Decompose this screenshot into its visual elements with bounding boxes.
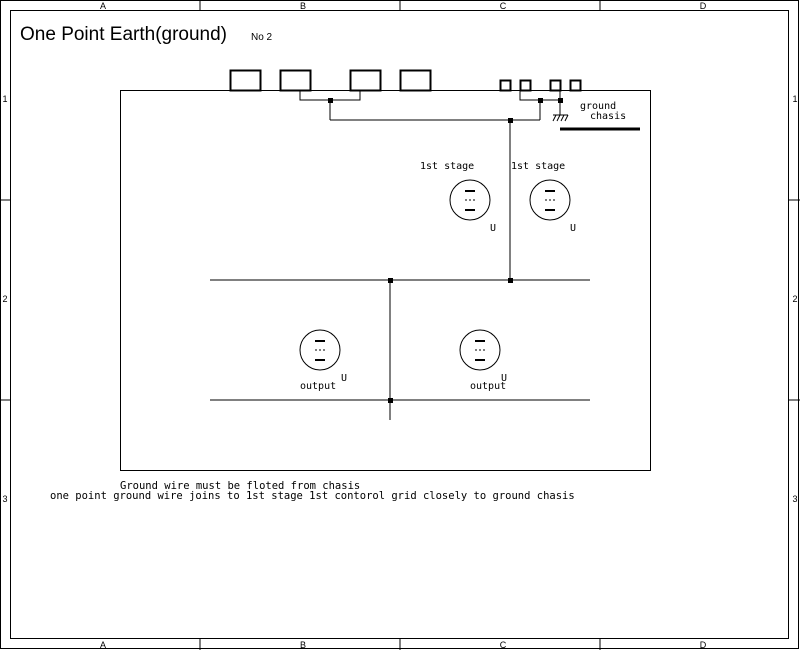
junction-dot xyxy=(538,98,543,103)
zone-label-bottom: C xyxy=(500,640,507,650)
ground-chassis-label: ground xyxy=(580,101,616,112)
tube-label: output xyxy=(470,381,506,392)
input-jack xyxy=(349,69,382,92)
junction-dot xyxy=(388,278,393,283)
zone-label-left: 1 xyxy=(2,94,7,104)
zone-label-top: C xyxy=(500,1,507,11)
zone-label-left: 2 xyxy=(2,294,7,304)
zone-label-right: 1 xyxy=(792,94,797,104)
zone-label-bottom: A xyxy=(100,640,106,650)
note-line: one point ground wire joins to 1st stage… xyxy=(50,490,575,502)
zone-label-bottom: D xyxy=(700,640,707,650)
input-jacks xyxy=(229,69,432,92)
tube-output-right: U output xyxy=(459,329,507,392)
speaker-terminal xyxy=(499,79,512,92)
tube-output-left: U output xyxy=(299,329,347,392)
junction-dot xyxy=(558,98,563,103)
zone-label-left: 3 xyxy=(2,494,7,504)
speaker-terminal xyxy=(549,79,562,92)
junction-dots xyxy=(328,98,563,403)
ground-chassis-label: chasis xyxy=(590,111,626,122)
zone-label-right: 2 xyxy=(792,294,797,304)
input-jack xyxy=(279,69,312,92)
page-title: One Point Earth(ground) xyxy=(20,24,227,45)
socket-label: U xyxy=(501,373,507,384)
ground-wiring xyxy=(210,90,590,420)
junction-dot xyxy=(508,278,513,283)
zone-label-top: D xyxy=(700,1,707,11)
socket-label: U xyxy=(341,373,347,384)
zone-label-right: 3 xyxy=(792,494,797,504)
input-jack xyxy=(399,69,432,92)
note-line: Ground wire must be floted from chasis xyxy=(120,480,360,492)
sheet-number: No 2 xyxy=(251,32,273,43)
inner-border xyxy=(10,10,789,639)
tube-socket-circle xyxy=(529,179,571,221)
output-terminals xyxy=(499,79,582,92)
tube-first-stage-left: 1st stage U xyxy=(420,161,496,234)
socket-label: U xyxy=(570,223,576,234)
input-jack xyxy=(229,69,262,92)
junction-dot xyxy=(328,98,333,103)
chassis-ground-symbol xyxy=(552,114,569,122)
tube-label: 1st stage xyxy=(420,161,474,172)
tube-label: output xyxy=(300,381,336,392)
speaker-terminal xyxy=(569,79,582,92)
tube-label: 1st stage xyxy=(511,161,565,172)
tube-socket-circle xyxy=(299,329,341,371)
zone-label-top: A xyxy=(100,1,106,11)
tube-socket-circle xyxy=(449,179,491,221)
socket-label: U xyxy=(490,223,496,234)
tube-socket-circle xyxy=(459,329,501,371)
junction-dot xyxy=(388,398,393,403)
junction-dot xyxy=(508,118,513,123)
tube-first-stage-right: 1st stage U xyxy=(511,161,576,234)
chassis-outline xyxy=(120,90,651,471)
speaker-terminal xyxy=(519,79,532,92)
zone-label-bottom: B xyxy=(300,640,306,650)
zone-label-top: B xyxy=(300,1,306,11)
